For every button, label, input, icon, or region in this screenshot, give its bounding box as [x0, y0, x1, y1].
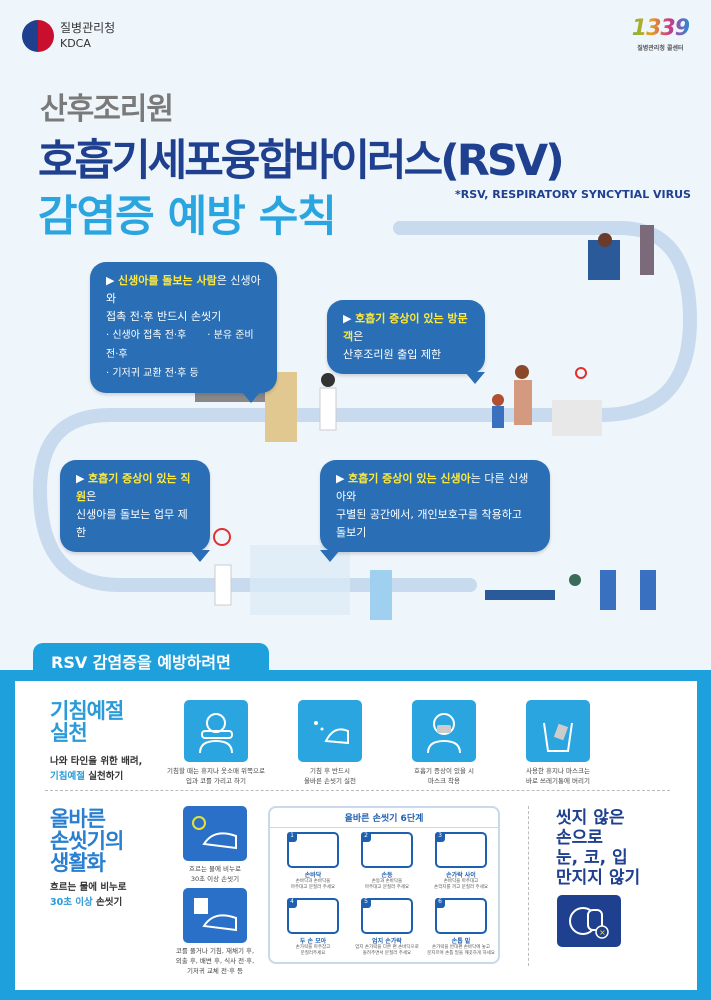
- staff-illustration: [485, 570, 656, 610]
- bubble-visitor: ▶ 호흡기 증상이 있는 방문객은 산후조리원 출입 제한: [327, 300, 485, 384]
- visitor-illustration: [492, 365, 602, 436]
- kdca-logo-icon: [22, 20, 54, 52]
- bubble-staff: ▶ 호흡기 증상이 있는 직원은 신생아를 돌보는 업무 제한: [60, 460, 210, 562]
- nurse-illustration: [319, 373, 337, 431]
- title-line2: 호흡기세포융합바이러스(RSV): [38, 136, 565, 186]
- org-logo-text: 질병관리청 KDCA: [60, 20, 115, 52]
- hand-wash-icon: [298, 700, 362, 762]
- org-name: 질병관리청: [60, 21, 116, 35]
- hand-step-icon: 6: [435, 898, 487, 934]
- trash-bin-icon: [526, 700, 590, 762]
- cover-mouth-icon: [184, 700, 248, 762]
- prevention-tab: RSV 감염증을 예방하려면: [33, 643, 269, 675]
- handwash-icon: [183, 888, 247, 943]
- step-name: 손톱 밑: [451, 938, 471, 945]
- hand-step-icon: 1: [287, 832, 339, 868]
- mask-icon: [412, 700, 476, 762]
- svg-text:×: ×: [599, 928, 606, 937]
- hotline-logo: 1339 질병관리청 콜센터: [631, 16, 690, 56]
- cough-heading: 기침예절 실천 나와 타인을 위한 배려,기침예절 실천하기: [50, 699, 143, 782]
- rsv-note: *RSV, RESPIRATORY SYNCYTIAL VIRUS: [455, 188, 691, 201]
- bubble-newborn: ▶ 호흡기 증상이 있는 신생아는 다른 신생아와 구별된 공간에서, 개인보호…: [320, 460, 550, 562]
- no-touch-heading: 씻지 않은 손으로 눈, 코, 입 만지지 않기: [556, 808, 641, 888]
- hotline-label: 질병관리청 콜센터: [637, 45, 684, 52]
- title-line1: 산후조리원: [40, 92, 174, 127]
- hotline-number: 1339: [631, 16, 690, 41]
- step-name: 손가락 사이: [446, 872, 476, 879]
- step-name: 손바닥: [304, 872, 322, 879]
- hand-step-icon: 4: [287, 898, 339, 934]
- bubble-caregiver: ▶ 신생아를 돌보는 사람은 신생아와 접촉 전·후 반드시 손씻기 · 신생아…: [90, 262, 277, 403]
- steps-title: 올바른 손씻기 6단계: [270, 808, 498, 828]
- hand-step-icon: 2: [361, 832, 413, 868]
- mother-baby-illustration: [588, 225, 654, 280]
- timer-handwash-icon: [183, 806, 247, 861]
- title-line3: 감염증 예방 수칙: [38, 192, 337, 242]
- step-name: 두 손 모아: [299, 938, 327, 945]
- handwash-item: 코를 풀거나 기침, 재채기 후,외출 후, 배변 후, 식사 전·후,기저귀 …: [160, 888, 270, 976]
- divider: [528, 806, 529, 966]
- hand-step-icon: 5: [361, 898, 413, 934]
- org-abbr: KDCA: [60, 37, 91, 50]
- divider: [45, 790, 670, 791]
- step-name: 손등: [381, 872, 393, 879]
- hand-step-icon: 3: [435, 832, 487, 868]
- no-touch-face-icon: ×: [557, 895, 621, 947]
- step-name: 엄지 손가락: [372, 938, 402, 945]
